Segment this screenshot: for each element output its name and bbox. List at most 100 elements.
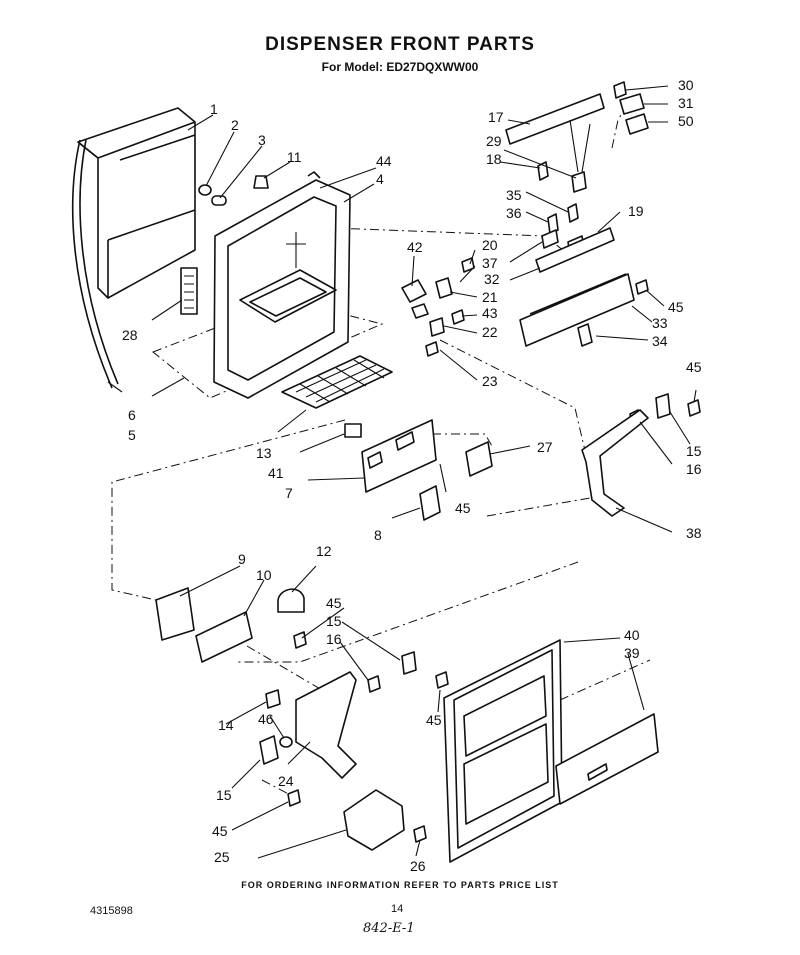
part-17-bar: [505, 93, 605, 145]
ordering-footer: FOR ORDERING INFORMATION REFER TO PARTS …: [241, 880, 559, 890]
part-41-label: [344, 423, 362, 438]
part-12-clamp: [277, 588, 305, 613]
part-46-washer: [279, 736, 293, 748]
part-43-screw: [451, 309, 465, 325]
part-16-spring-b: [367, 675, 381, 693]
part-11-nut: [253, 175, 269, 189]
callout-23: 23: [482, 373, 498, 389]
callout-45-d: 45: [326, 595, 342, 611]
part-8-plate: [419, 485, 441, 521]
part-4-housing: [213, 171, 351, 399]
callout-37: 37: [482, 255, 498, 271]
callout-20: 20: [482, 237, 498, 253]
callout-42: 42: [407, 239, 423, 255]
part-25-cup: [343, 789, 405, 851]
callout-16-b: 16: [326, 631, 342, 647]
part-35-screw: [567, 203, 579, 223]
callout-43: 43: [482, 305, 498, 321]
part-15-bracket-b: [401, 651, 417, 675]
callout-labels: 1 2 3 11 44 4 28 6 5 13 41 7 8 45 27 42 …: [122, 77, 702, 874]
callout-15-c: 15: [216, 787, 232, 803]
page-number: 14: [391, 903, 404, 915]
callout-1: 1: [210, 101, 218, 117]
callout-3: 3: [258, 132, 266, 148]
callout-25: 25: [214, 849, 230, 865]
part-10-bracket: [195, 611, 253, 663]
callout-41: 41: [268, 465, 284, 481]
callout-26: 26: [410, 858, 426, 874]
part-30-screw: [613, 81, 627, 99]
callout-44: 44: [376, 153, 392, 169]
part-7-bracket: [361, 419, 437, 493]
callout-9: 9: [238, 551, 246, 567]
callout-31: 31: [678, 95, 694, 111]
callout-11: 11: [287, 149, 302, 165]
part-31-switch: [619, 93, 645, 115]
callout-46: 46: [258, 711, 274, 727]
part-22-lever: [429, 317, 445, 337]
part-23-screw: [425, 341, 439, 357]
handwritten-note: 842-E-1: [363, 921, 415, 936]
callout-32: 32: [484, 271, 500, 287]
callout-24: 24: [278, 773, 294, 789]
callout-12: 12: [316, 543, 332, 559]
part-2-ring: [198, 184, 212, 196]
callout-17: 17: [488, 109, 504, 125]
callout-36: 36: [506, 205, 522, 221]
part-20-screw: [461, 257, 475, 273]
callout-50: 50: [678, 113, 694, 129]
part-14-screw: [265, 689, 281, 709]
callout-19: 19: [628, 203, 644, 219]
part-15-bracket-c: [259, 735, 279, 765]
part-40-door: [443, 639, 563, 863]
callout-45-e: 45: [426, 712, 442, 728]
callout-45-c: 45: [686, 359, 702, 375]
part-45-screw-e: [435, 671, 449, 689]
part-42-clip: [401, 279, 427, 303]
part-15-bracket-a: [655, 393, 671, 419]
callout-45-b: 45: [668, 299, 684, 315]
part-29-switch: [569, 119, 591, 193]
part-9-cover: [155, 587, 195, 641]
page-title: DISPENSER FRONT PARTS: [265, 34, 535, 55]
callout-28: 28: [122, 327, 138, 343]
callout-39: 39: [624, 645, 640, 661]
part-39-trim: [555, 713, 659, 805]
callout-22: 22: [482, 324, 498, 340]
callout-10: 10: [256, 567, 272, 583]
callout-35: 35: [506, 187, 522, 203]
callout-15-b: 15: [326, 613, 342, 629]
part-32-edge: [529, 273, 627, 315]
callout-45-a: 45: [455, 500, 471, 516]
part-24-arm: [295, 671, 357, 779]
part-45-screw-b: [635, 279, 649, 295]
callout-18: 18: [486, 151, 502, 167]
document-number: 4315898: [90, 905, 133, 917]
callout-4: 4: [376, 171, 384, 187]
part-26-screw: [413, 825, 427, 843]
callout-29: 29: [486, 133, 502, 149]
part-36-screw: [547, 213, 559, 235]
callout-34: 34: [652, 333, 668, 349]
callout-5: 5: [128, 427, 136, 443]
part-3-plug: [211, 195, 227, 206]
callout-27: 27: [537, 439, 553, 455]
callout-45-f: 45: [212, 823, 228, 839]
callout-40: 40: [624, 627, 640, 643]
callout-7: 7: [285, 485, 293, 501]
callout-33: 33: [652, 315, 668, 331]
part-50-switch: [625, 113, 649, 135]
leader-lines: [107, 85, 697, 859]
part-45-screw-d: [293, 631, 307, 649]
part-21-cam: [435, 277, 453, 299]
callout-30: 30: [678, 77, 694, 93]
callout-2: 2: [231, 117, 239, 133]
callout-14: 14: [218, 717, 234, 733]
part-42b: [411, 303, 429, 319]
part-34-grommet: [577, 323, 593, 347]
part-28-block: [180, 267, 198, 315]
part-45-screw-f: [287, 789, 301, 807]
callout-16-a: 16: [686, 461, 702, 477]
part-38-arm: [581, 409, 649, 517]
